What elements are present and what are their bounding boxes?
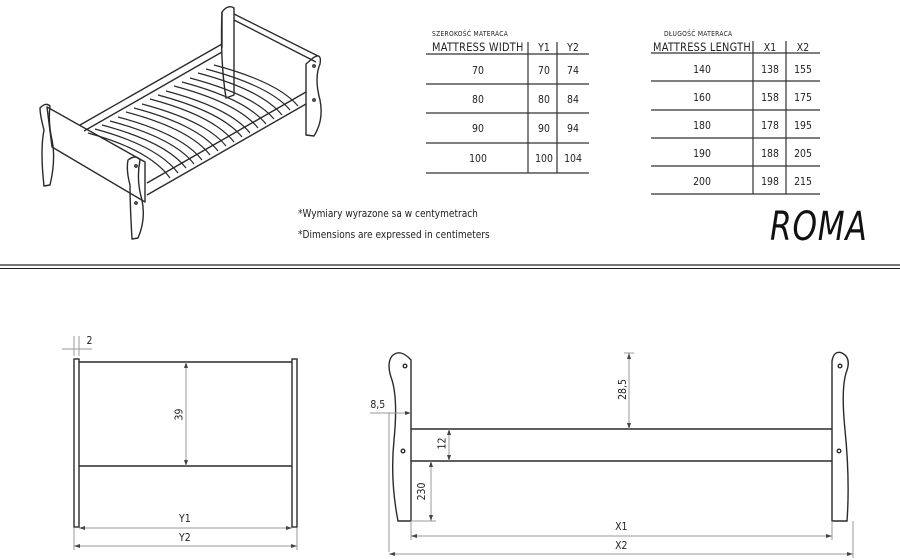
table-cell: 90 <box>472 122 484 135</box>
table-cell: 70 <box>472 64 484 77</box>
table-cell: 74 <box>567 64 579 77</box>
table-cell: 90 <box>538 122 550 135</box>
table-cell: 94 <box>567 122 579 135</box>
table-cell: 205 <box>794 147 812 160</box>
dim-y2: Y2 <box>179 531 191 544</box>
table-cell: 84 <box>567 93 579 106</box>
width-table-header-y2: Y2 <box>567 41 579 54</box>
section-divider <box>0 264 900 266</box>
table-cell: 80 <box>472 93 484 106</box>
table-cell: 104 <box>564 152 582 165</box>
table-cell: 155 <box>794 63 812 76</box>
table-cell: 70 <box>538 64 550 77</box>
table-cell: 160 <box>693 91 711 104</box>
table-cell: 80 <box>538 93 550 106</box>
dim-top: 28,5 <box>615 379 629 400</box>
length-table-header-x2: X2 <box>796 41 810 54</box>
width-table-header-mattress: MATTRESS WIDTH <box>432 40 524 54</box>
table-cell: 138 <box>761 63 779 76</box>
length-table-header-x1: X1 <box>763 41 777 54</box>
table-cell: 100 <box>469 152 487 165</box>
table-cell: 158 <box>761 91 779 104</box>
dim-y1: Y1 <box>179 512 191 525</box>
note-english: *Dimensions are expressed in centimeters <box>298 228 490 241</box>
section-divider-inner <box>0 268 900 269</box>
table-cell: 188 <box>761 147 779 160</box>
model-title: ROMA <box>770 204 868 250</box>
table-cell: 175 <box>794 91 812 104</box>
dim-x1: X1 <box>615 520 628 533</box>
table-cell: 140 <box>693 63 711 76</box>
width-table-header-y1: Y1 <box>538 41 550 54</box>
table-cell: 195 <box>794 119 812 132</box>
dim-offset: 8,5 <box>370 398 386 411</box>
table-cell: 180 <box>693 119 711 132</box>
table-cell: 200 <box>693 175 711 188</box>
note-polish: *Wymiary wyrazone sa w centymetrach <box>298 207 478 220</box>
dim-floor-clearance: 230 <box>415 482 428 501</box>
table-cell: 198 <box>761 175 779 188</box>
length-table-header-mattress: MATTRESS LENGTH <box>653 40 751 54</box>
width-table-caption-pl: SZEROKOŚĆ MATERACA <box>432 30 509 38</box>
table-cell: 100 <box>535 152 553 165</box>
dim-x2: X2 <box>615 539 628 552</box>
table-cell: 190 <box>693 147 711 160</box>
table-cell: 178 <box>761 119 779 132</box>
length-table-caption-pl: DŁUGOŚĆ MATERACA <box>664 30 733 38</box>
dim-thickness: 2 <box>86 334 93 347</box>
table-cell: 215 <box>794 175 812 188</box>
dim-rail-height: 12 <box>435 437 449 450</box>
